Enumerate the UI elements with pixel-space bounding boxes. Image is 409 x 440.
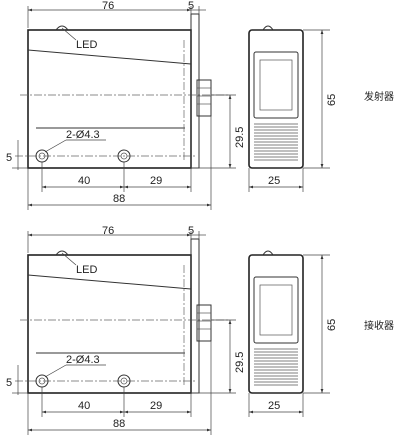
side-window-outer	[253, 51, 299, 119]
side-view: 65 25	[248, 250, 338, 417]
front-view: LED 2-Ø4.3	[15, 13, 230, 169]
dim-width-value: 76	[102, 225, 114, 237]
side-window-outer	[253, 276, 299, 344]
dim-height-value: 65	[326, 319, 338, 331]
side-led-bump	[262, 250, 274, 256]
led-bump	[55, 25, 69, 31]
dim-depth-value: 25	[268, 400, 280, 412]
sensor-body	[27, 254, 192, 394]
left-dimension: 5	[6, 140, 28, 170]
dim-hole-edge-value: 29	[150, 400, 162, 412]
top-slope-line	[27, 274, 192, 290]
mounting-hole-left-inner	[38, 377, 46, 385]
dim-hole-offset-value: 5	[6, 377, 12, 389]
dim-flange-value: 5	[188, 225, 194, 237]
flange-plate	[190, 238, 200, 394]
dim-flange-value: 5	[188, 0, 194, 12]
hole-leader	[44, 139, 67, 153]
connector-block	[196, 79, 212, 117]
top-slope-line	[27, 49, 192, 65]
vertical-dimension: 29.5	[191, 319, 246, 394]
hole-leader	[44, 364, 67, 378]
dim-height-value: 65	[326, 94, 338, 106]
top-dimensions: 76 5	[27, 225, 206, 253]
dim-hole-edge-value: 29	[150, 175, 162, 187]
led-label: LED	[76, 264, 97, 276]
side-window-inner	[259, 59, 293, 111]
dim-total-value: 88	[113, 418, 125, 430]
mounting-hole-right-inner	[120, 152, 128, 160]
top-dimensions: 76 5	[27, 0, 206, 28]
emitter-drawing: LED 2-Ø4.3 76 5 40 29	[6, 0, 394, 210]
led-bump	[55, 250, 69, 256]
dim-hole-spacing-value: 40	[78, 175, 90, 187]
left-dimension: 5	[6, 365, 28, 395]
side-view: 65 25	[248, 25, 338, 192]
side-window-inner	[259, 284, 293, 336]
bottom-dimensions: 40 29 88	[27, 341, 212, 435]
hole-label: 2-Ø4.3	[66, 129, 100, 141]
side-grip-ribs	[254, 348, 298, 386]
dim-hole-offset-value: 5	[6, 152, 12, 164]
led-leader	[61, 252, 77, 266]
view-label-receiver: 接收器	[364, 319, 394, 332]
front-view: LED 2-Ø4.3	[15, 238, 230, 394]
side-led-bump	[262, 25, 274, 31]
receiver-drawing: LED 2-Ø4.3 76 5 40 29 88	[6, 225, 394, 435]
sensor-body	[27, 29, 192, 169]
flange-plate	[190, 13, 200, 169]
view-label-emitter: 发射器	[364, 90, 394, 103]
side-grip-ribs	[254, 123, 298, 161]
dim-vertical-value: 29.5	[234, 352, 246, 373]
dim-hole-spacing-value: 40	[78, 400, 90, 412]
dim-vertical-value: 29.5	[234, 127, 246, 148]
side-body	[248, 29, 304, 169]
connector-block	[196, 304, 212, 342]
bottom-dimensions: 40 29 88	[27, 116, 212, 210]
dim-total-value: 88	[113, 193, 125, 205]
side-body	[248, 254, 304, 394]
mounting-hole-right-inner	[120, 377, 128, 385]
dim-depth-value: 25	[268, 175, 280, 187]
hole-label: 2-Ø4.3	[66, 354, 100, 366]
dim-width-value: 76	[102, 0, 114, 12]
vertical-dimension: 29.5	[191, 94, 246, 169]
mounting-hole-left-inner	[38, 152, 46, 160]
led-label: LED	[76, 39, 97, 51]
led-leader	[61, 27, 77, 41]
